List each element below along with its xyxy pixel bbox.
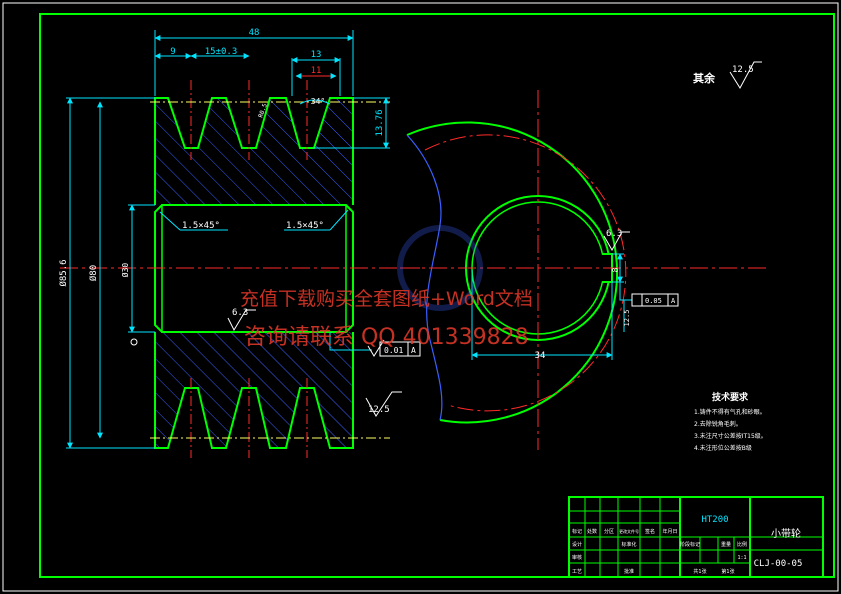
tb-h4-2: 批准 xyxy=(624,568,634,575)
dim-15-text: 15±0.3 xyxy=(205,47,238,57)
tolerance-frame-right xyxy=(631,293,679,307)
roughness-note-symbol-icon xyxy=(729,61,762,89)
tech-req-item-4: 4.未注形位公差按B级 xyxy=(694,444,752,452)
dim-48-text: 48 xyxy=(249,28,260,38)
drawing-frame xyxy=(39,13,835,578)
dim-root-dia-text: Ø80 xyxy=(88,265,99,281)
tb-h1-5: 年月日 xyxy=(662,528,677,535)
tolerance-datum-right: A xyxy=(671,297,676,305)
dim-13-text: 13 xyxy=(311,50,322,60)
dim-34-text: 34 xyxy=(535,351,546,361)
roughness-symbol-keyway-icon xyxy=(603,231,630,252)
tech-req-title: 技术要求 xyxy=(712,391,749,403)
datum-leader xyxy=(329,332,372,351)
angle-arc xyxy=(299,99,331,105)
hatch-top xyxy=(155,98,353,205)
tb-h4-0: 工艺 xyxy=(572,569,582,575)
watermark-line-2: 咨询请联系 QQ 401339828 xyxy=(244,325,529,350)
outer-rim-arc xyxy=(406,121,619,424)
watermark: 充值下载购买全套图纸+Word文档 咨询请联系 QQ 401339828 xyxy=(240,225,533,350)
roughness-note-label: 其余 xyxy=(693,71,716,85)
tb-h1-1: 处数 xyxy=(587,528,597,535)
dim-outer-dia-text: Ø85.6 xyxy=(58,259,69,286)
pulley-end-view: 34 8 6.3 0.05 A 12.5 xyxy=(400,90,770,450)
watermark-line-1: 充值下载购买全套图纸+Word文档 xyxy=(240,288,533,310)
watermark-logo-icon xyxy=(397,225,483,311)
roughness-symbol-bore-icon xyxy=(227,309,256,332)
roughness-symbol-face-icon xyxy=(367,339,385,357)
tb-h4-5: 第1张 xyxy=(721,568,734,575)
tolerance-value-right: 0.05 xyxy=(645,297,662,305)
break-line xyxy=(406,134,443,421)
hatch-bottom xyxy=(155,332,353,448)
tech-requirements: 技术要求 1.铸件不得有气孔和砂眼。 2.去除锐角毛刺。 3.未注尺寸公差按IT… xyxy=(694,391,767,452)
chamfer-right-leader xyxy=(329,209,349,231)
tolerance-value-left: 0.01 xyxy=(384,346,403,355)
groove-radius-text: R0.5 xyxy=(257,102,269,118)
roughness-symbol-rim-icon xyxy=(365,391,402,417)
tb-h4-4: 共1张 xyxy=(693,568,706,575)
tb-material: HT200 xyxy=(701,515,728,525)
dim-right-vert-text: 12.5 xyxy=(623,310,631,327)
tb-h2-5: 重量 xyxy=(721,541,731,548)
roughness-rim-text: 12.5 xyxy=(368,405,390,415)
datum-marker-icon xyxy=(130,338,138,346)
dim-1376-text: 13.76 xyxy=(375,109,385,136)
tb-part-name: 小带轮 xyxy=(771,527,801,540)
dim-11-text: 11 xyxy=(311,66,322,76)
pitch-circle xyxy=(424,134,627,412)
dim-8-text: 8 xyxy=(611,267,620,272)
tech-req-item-1: 1.铸件不得有气孔和砂眼。 xyxy=(694,408,766,416)
chamfer-left-leader xyxy=(159,211,181,231)
tolerance-datum-left: A xyxy=(411,346,416,355)
tb-h2-6: 比例 xyxy=(737,541,747,548)
dim-bore-dia-text: Ø30 xyxy=(120,263,130,278)
dim-9-text: 9 xyxy=(170,47,175,57)
tech-req-item-2: 2.去除锐角毛刺。 xyxy=(694,420,742,428)
tolerance-frame-left xyxy=(379,341,421,357)
general-roughness-note: 其余 12.5 xyxy=(693,61,762,89)
tb-h3-0: 审核 xyxy=(572,554,582,561)
chamfer-right-text: 1.5×45° xyxy=(286,221,324,231)
sym-leader xyxy=(619,282,632,301)
title-block: HT200 小带轮 CLJ-00-05 1:1 标记 处数 分区 更改文件号 签… xyxy=(568,496,824,578)
chamfer-left-text: 1.5×45° xyxy=(182,221,220,231)
tb-scale: 1:1 xyxy=(737,555,746,561)
tb-h2-0: 设计 xyxy=(572,541,582,548)
tech-req-item-3: 3.未注尺寸公差按IT15级。 xyxy=(694,432,767,440)
tb-h1-4: 签名 xyxy=(645,528,655,535)
tb-h2-4: 阶段标记 xyxy=(680,541,700,548)
angle-text: 34° xyxy=(311,97,325,106)
tb-h2-2: 标准化 xyxy=(621,541,636,548)
roughness-keyway-text: 6.3 xyxy=(606,229,622,239)
pulley-section-view: 48 9 15±0.3 13 11 34° R0.5 13.76 1.5×45°… xyxy=(58,28,421,458)
tb-h1-0: 标记 xyxy=(572,528,582,535)
roughness-note-value: 12.5 xyxy=(732,65,754,75)
tb-h1-2: 分区 xyxy=(604,528,614,535)
tb-drawing-no: CLJ-00-05 xyxy=(754,559,803,569)
tb-h1-3: 更改文件号 xyxy=(619,528,639,534)
roughness-bore-text: 6.3 xyxy=(232,308,248,318)
